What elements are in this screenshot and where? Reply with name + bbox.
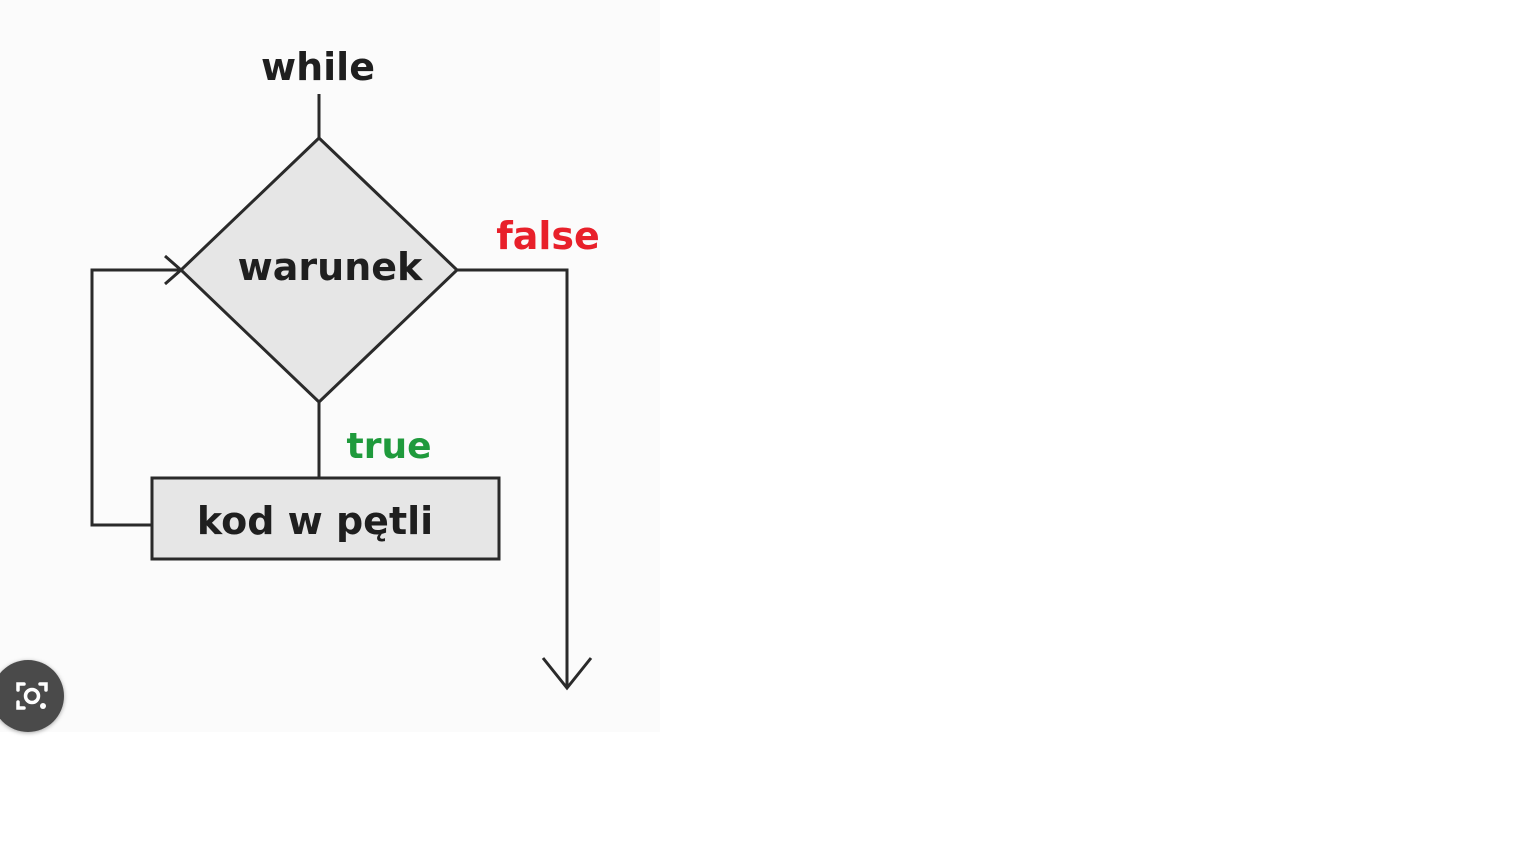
false-label: false [496, 214, 600, 258]
loop-back-arrowhead [164, 254, 184, 286]
body-label: kod w pętli [197, 499, 433, 543]
false-connector [457, 268, 569, 688]
flowchart-svg: while warunek false true kod w pętli [90, 45, 600, 691]
flowchart-image: while warunek false true kod w pętli [0, 0, 660, 732]
while-label: while [261, 45, 375, 89]
lens-search-icon [16, 682, 48, 710]
lens-search-button[interactable] [0, 660, 64, 732]
loop-body-box [150, 476, 501, 561]
loop-back-connector [90, 268, 181, 527]
condition-label: warunek [238, 245, 423, 289]
true-label: true [346, 426, 431, 467]
exit-arrowhead [541, 657, 593, 691]
